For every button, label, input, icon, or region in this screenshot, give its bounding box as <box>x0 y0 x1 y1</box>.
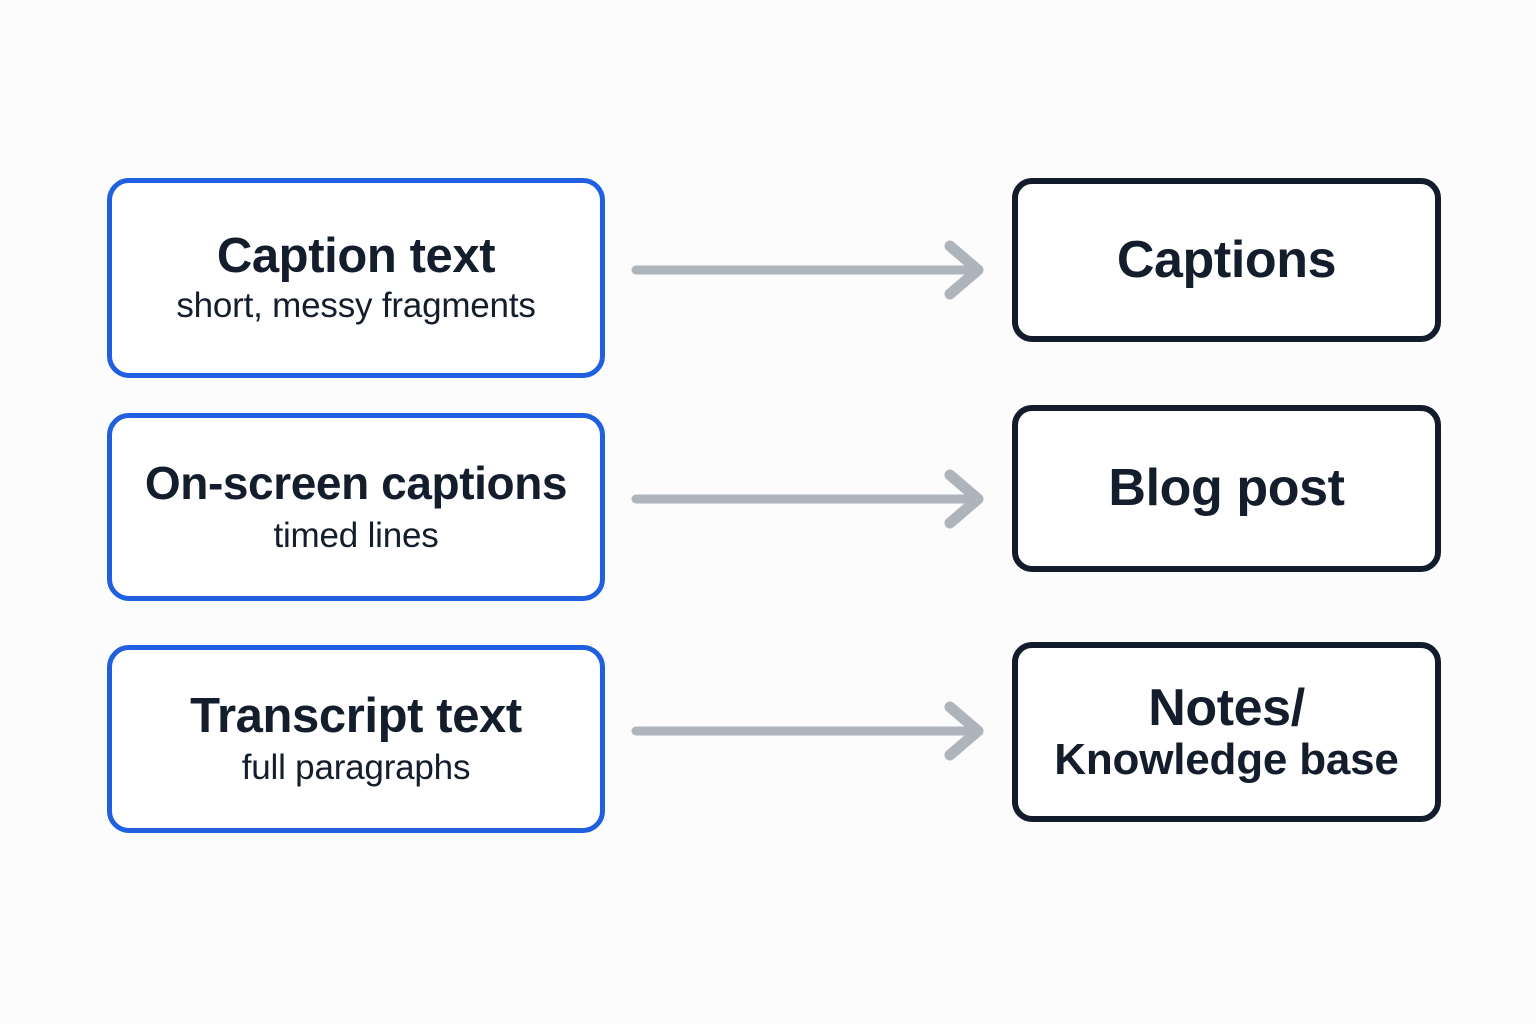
target-box-blog-post[interactable]: Blog post <box>1012 405 1441 572</box>
arrow-right-icon-row-3 <box>630 699 990 763</box>
arrow-right-icon-row-1 <box>630 238 990 302</box>
arrow-right-icon-row-2 <box>630 467 990 531</box>
source-box-subtitle: short, messy fragments <box>176 286 536 326</box>
source-box-title: Transcript text <box>190 688 522 743</box>
target-box-title: Notes/ <box>1148 678 1305 737</box>
source-box-transcript-text[interactable]: Transcript text full paragraphs <box>107 645 605 833</box>
target-box-subtitle: Knowledge base <box>1054 735 1399 785</box>
source-box-on-screen-captions[interactable]: On-screen captions timed lines <box>107 413 605 601</box>
target-box-title: Captions <box>1116 230 1337 289</box>
source-box-title: On-screen captions <box>144 457 568 510</box>
target-box-captions[interactable]: Captions <box>1012 178 1441 342</box>
target-box-title: Blog post <box>1108 459 1345 518</box>
source-box-title: Caption text <box>216 228 496 283</box>
source-box-subtitle: full paragraphs <box>241 748 471 788</box>
source-box-subtitle: timed lines <box>273 515 439 555</box>
target-box-notes-knowledge-base[interactable]: Notes/ Knowledge base <box>1012 642 1441 822</box>
source-box-caption-text[interactable]: Caption text short, messy fragments <box>107 178 605 378</box>
